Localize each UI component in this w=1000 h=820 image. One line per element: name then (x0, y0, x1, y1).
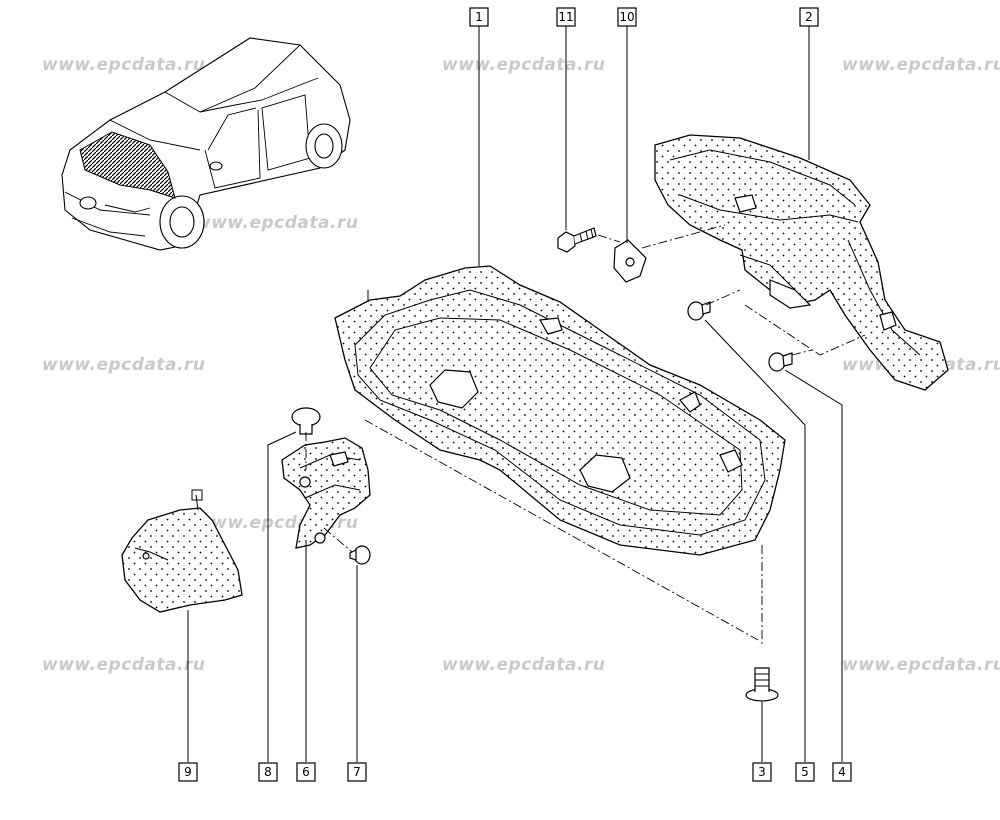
callout-label: 2 (805, 10, 813, 24)
watermark: www.epcdata.ru (42, 355, 205, 375)
watermark: www.epcdata.ru (195, 213, 358, 233)
assembly-lines (305, 224, 866, 645)
callout-label: 4 (838, 765, 846, 779)
callout-5: 5 (795, 762, 815, 782)
watermark: www.epcdata.ru (42, 655, 205, 675)
watermark: www.epcdata.ru (842, 655, 1000, 675)
watermark: www.epcdata.ru (442, 655, 605, 675)
callout-6: 6 (296, 762, 316, 782)
callout-label: 8 (264, 765, 272, 779)
callout-label: 9 (184, 765, 192, 779)
callout-label: 5 (801, 765, 809, 779)
callout-8: 8 (258, 762, 278, 782)
callout-label: 10 (619, 10, 634, 24)
watermark-layer: www.epcdata.ru www.epcdata.ru www.epcdat… (42, 55, 1000, 675)
watermark: www.epcdata.ru (442, 55, 605, 75)
car-illustration (61, 37, 351, 251)
leader-lines (187, 26, 843, 762)
clip-part-8 (291, 407, 321, 435)
callout-label: 11 (558, 10, 573, 24)
watermark: www.epcdata.ru (842, 55, 1000, 75)
callout-10: 10 (617, 7, 637, 27)
bolt-part-11 (557, 227, 597, 253)
callout-2: 2 (799, 7, 819, 27)
side-shield-part-2 (654, 134, 949, 391)
callout-label: 3 (758, 765, 766, 779)
callout-9: 9 (178, 762, 198, 782)
clip-part-7 (349, 545, 371, 565)
clip-part-5 (687, 301, 711, 321)
callout-4: 4 (832, 762, 852, 782)
callout-label: 1 (475, 10, 483, 24)
watermark: www.epcdata.ru (42, 55, 205, 75)
shield-part-9 (121, 489, 243, 613)
underbody-shield-part-1 (334, 265, 786, 556)
callout-3: 3 (752, 762, 772, 782)
callout-7: 7 (347, 762, 367, 782)
bracket-part-6 (281, 437, 371, 549)
callout-label: 7 (353, 765, 361, 779)
clip-part-4 (768, 352, 793, 372)
nut-part-10 (613, 239, 647, 283)
callout-label: 6 (302, 765, 310, 779)
callout-1: 1 (469, 7, 489, 27)
screw-part-3 (745, 667, 779, 702)
callout-11: 11 (556, 7, 576, 27)
